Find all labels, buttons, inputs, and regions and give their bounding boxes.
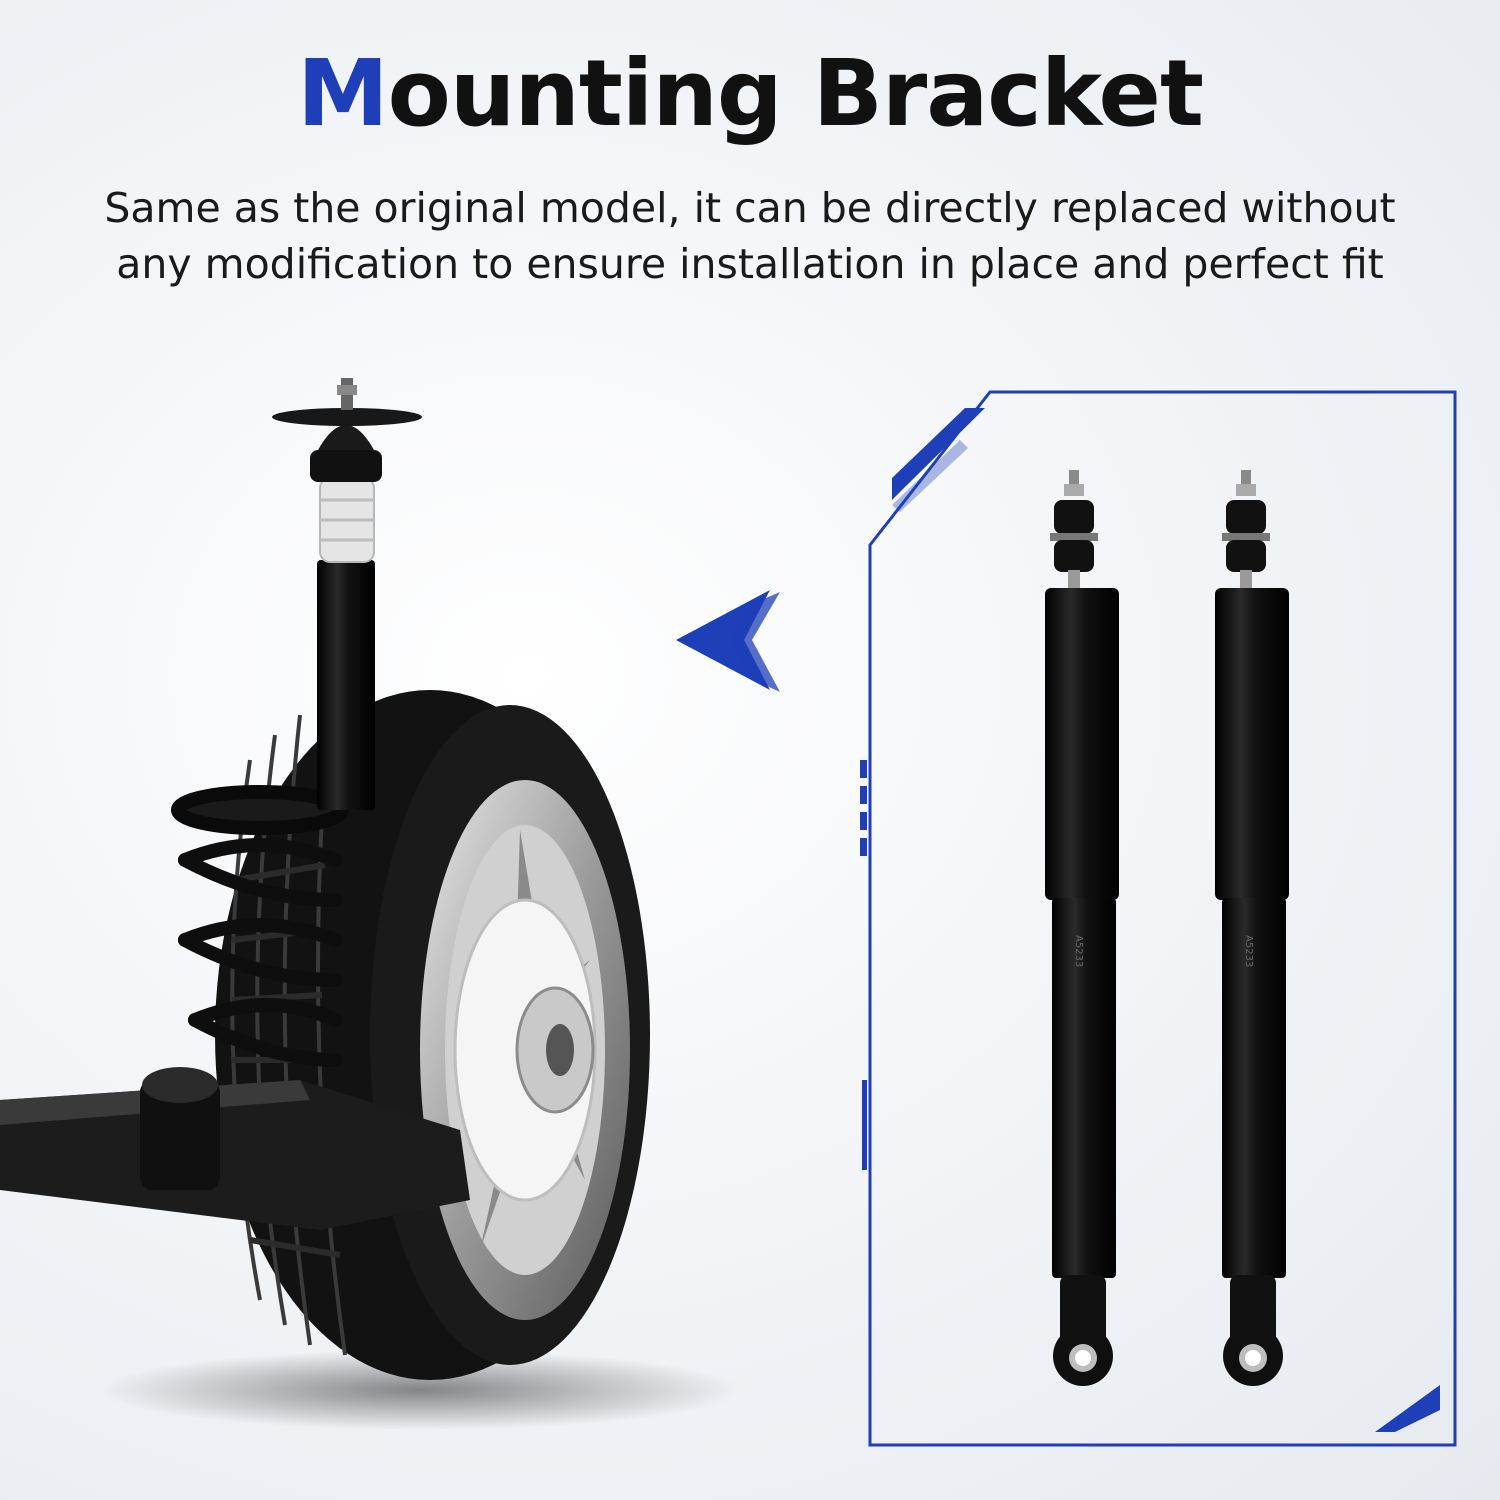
product-frame [860, 390, 1457, 1447]
shock-marking-1: A5233 [1073, 935, 1084, 967]
shock-marking-2: A5233 [1243, 935, 1254, 967]
ground-shadow [100, 1350, 740, 1430]
strut-shock [272, 378, 422, 810]
subtitle-line-1: Same as the original model, it can be di… [104, 184, 1396, 232]
shock-absorber-2: A5233 [1215, 470, 1289, 1386]
frame-accent-top [892, 408, 985, 500]
title-first-letter: M [297, 40, 389, 147]
title-rest: ounting Bracket [387, 40, 1204, 147]
subtitle: Same as the original model, it can be di… [50, 180, 1450, 292]
page-title: Mounting Bracket [0, 45, 1500, 143]
subtitle-line-2: any modification to ensure installation … [116, 240, 1384, 288]
axle-beam [0, 1067, 470, 1230]
shock-absorber-1: A5233 [1045, 470, 1119, 1386]
brake-disc [453, 898, 597, 1202]
coil-spring [171, 785, 349, 1067]
wheel-assembly [0, 378, 740, 1430]
chevron-left-icon [676, 590, 780, 692]
frame-accent-left [860, 760, 867, 1170]
frame-accent-bottom [1375, 1385, 1440, 1432]
